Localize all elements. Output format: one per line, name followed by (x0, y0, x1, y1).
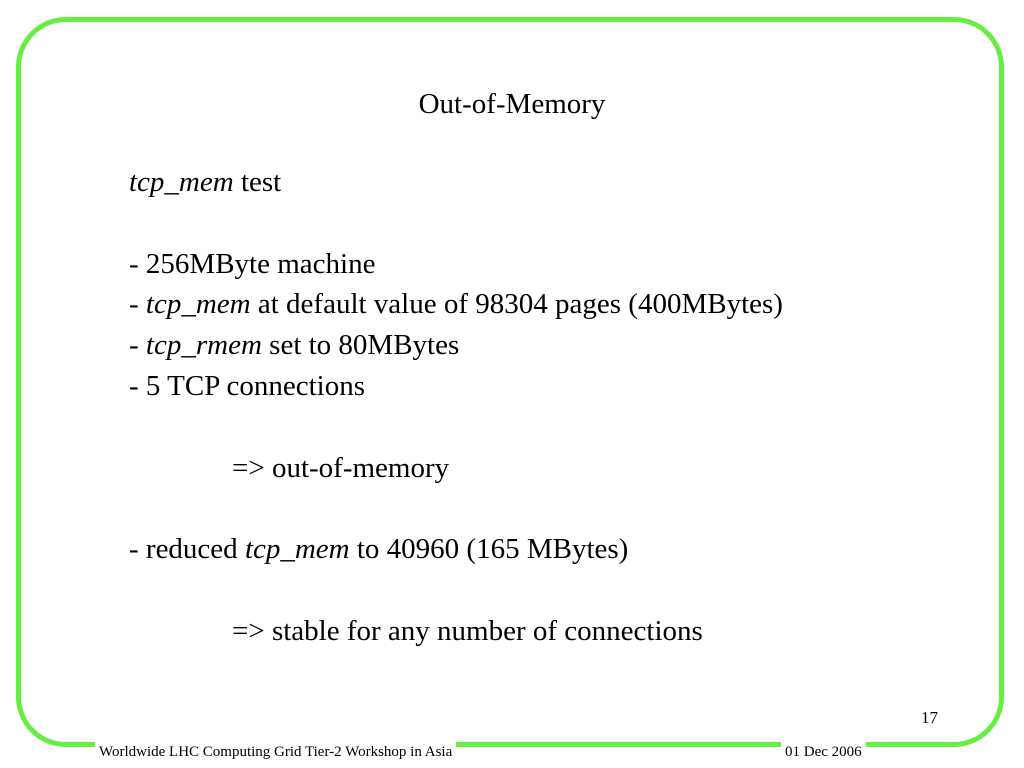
bullet-prefix: - (129, 247, 146, 280)
reduced-line: - reduced tcp_mem to 40960 (165 MBytes) (129, 529, 989, 570)
blank-line (129, 570, 989, 611)
footer-event-title: Worldwide LHC Computing Grid Tier-2 Work… (95, 742, 457, 762)
reduced-rest: to 40960 (165 MBytes) (349, 533, 629, 566)
bullet-text: set to 80MBytes (261, 329, 460, 362)
bullet-text: at default value of 98304 pages (400MByt… (250, 288, 783, 321)
result-line: => out-of-memory (232, 451, 450, 484)
bullet-text: 5 TCP connections (145, 369, 366, 402)
bullet-line: - 256MByte machine (129, 244, 989, 285)
bullet-line: - tcp_mem at default value of 98304 page… (129, 284, 989, 325)
heading-italic: tcp_mem (129, 166, 234, 198)
footer-date: 01 Dec 2006 (781, 742, 866, 762)
bullet-italic: tcp_mem (145, 288, 251, 321)
reduced-prefix: - reduced (129, 533, 245, 566)
page-number: 17 (921, 708, 938, 727)
bullet-line: - tcp_rmem set to 80MBytes (129, 325, 989, 366)
blank-line (129, 203, 989, 244)
slide-title: Out-of-Memory (418, 88, 606, 120)
bullet-text: 256MByte machine (145, 247, 376, 280)
bullet-prefix: - (129, 329, 146, 362)
slide-frame (16, 17, 1004, 747)
bullet-line: - 5 TCP connections (129, 366, 989, 407)
bullet-italic: tcp_rmem (145, 329, 262, 362)
blank-line (129, 407, 989, 448)
slide-body: tcp_mem test - 256MByte machine - tcp_me… (129, 162, 989, 652)
bullet-prefix: - (129, 369, 146, 402)
reduced-italic: tcp_mem (244, 533, 350, 566)
blank-line (129, 488, 989, 529)
bullet-prefix: - (129, 288, 146, 321)
result-line: => stable for any number of connections (232, 614, 703, 647)
heading-line: tcp_mem test (129, 162, 989, 203)
heading-rest: test (233, 166, 282, 198)
